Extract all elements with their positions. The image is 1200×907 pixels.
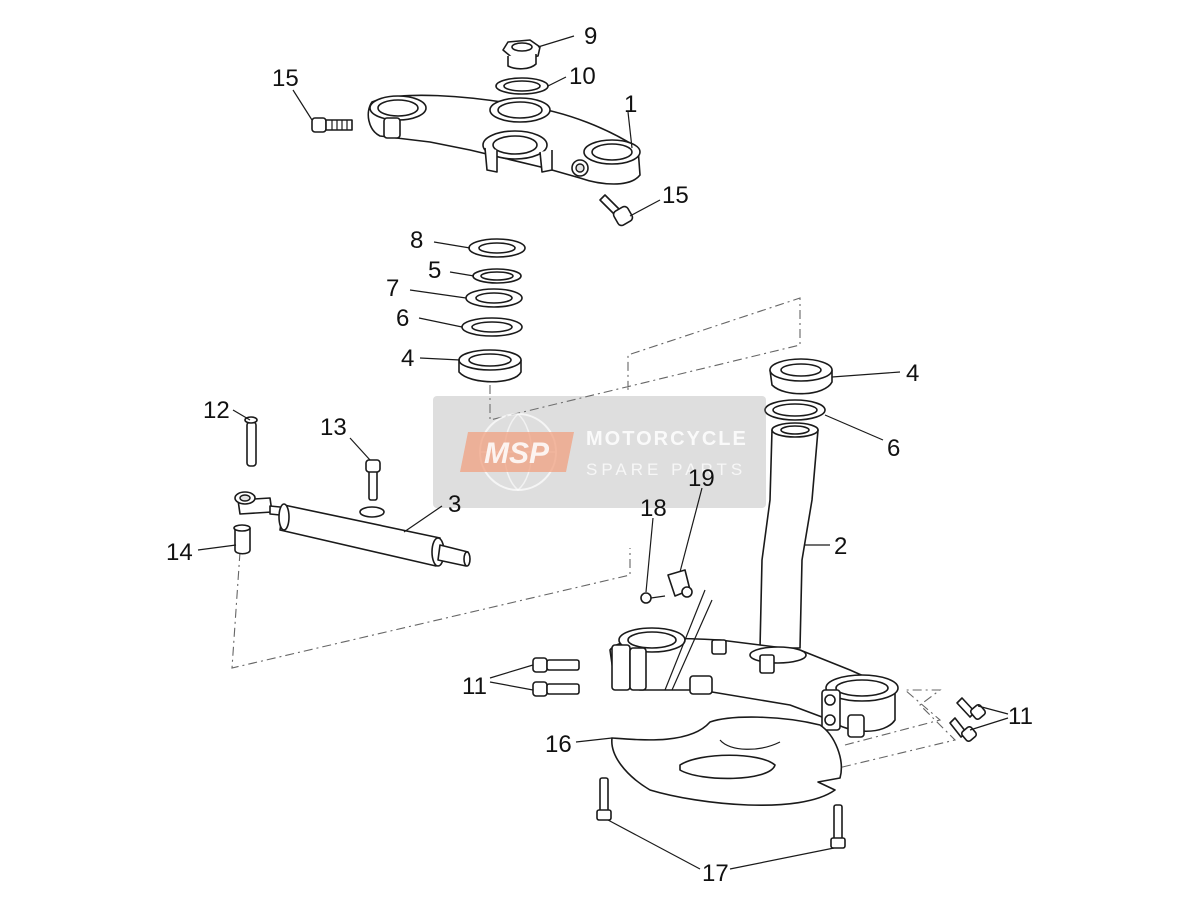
bolt-11-left-upper xyxy=(532,657,580,673)
bearing-stack xyxy=(458,238,526,383)
callout-11-left: 11 xyxy=(462,673,487,700)
bracket-19 xyxy=(667,569,693,598)
callout-15-top: 15 xyxy=(272,65,299,92)
bushing-14 xyxy=(233,524,251,555)
watermark-title: MOTORCYCLE xyxy=(586,428,748,450)
bottom-cover xyxy=(611,716,842,807)
bolt-11-left-lower xyxy=(532,681,580,697)
callout-16: 16 xyxy=(545,731,572,758)
callout-2: 2 xyxy=(834,533,847,560)
watermark-subtitle: SPARE PARTS xyxy=(586,460,746,479)
pin-12 xyxy=(244,416,258,467)
upper-triple-clamp xyxy=(367,94,641,185)
callout-3: 3 xyxy=(448,491,461,518)
bolt-17-left xyxy=(596,777,612,821)
washer-10 xyxy=(495,77,549,95)
callout-11-right: 11 xyxy=(1008,703,1033,730)
callout-4-right: 4 xyxy=(906,360,919,387)
callout-6-right: 6 xyxy=(887,435,900,462)
watermark-logo: MSP xyxy=(484,437,550,470)
callout-6-left: 6 xyxy=(396,305,409,332)
callout-labels: 1 2 3 4 4 5 6 6 7 8 9 10 11 11 12 13 14 … xyxy=(166,23,1033,887)
callout-19: 19 xyxy=(688,465,715,492)
callout-15-bottom: 15 xyxy=(662,182,689,209)
bearing-4-right xyxy=(769,358,833,395)
callout-7: 7 xyxy=(386,275,399,302)
callout-5: 5 xyxy=(428,257,441,284)
bolt-15-right xyxy=(599,194,634,227)
callout-1: 1 xyxy=(624,91,637,118)
watermark: MSP MOTORCYCLE SPARE PARTS xyxy=(433,396,766,508)
callout-8: 8 xyxy=(410,227,423,254)
bolt-15-left xyxy=(311,117,353,133)
callout-9: 9 xyxy=(584,23,597,50)
bolt-13 xyxy=(365,459,381,501)
callout-14: 14 xyxy=(166,539,193,566)
steering-nut xyxy=(502,39,541,70)
leader-lines xyxy=(197,35,1009,870)
steering-damper xyxy=(234,491,471,567)
callout-4-left: 4 xyxy=(401,345,414,372)
callout-18: 18 xyxy=(640,495,667,522)
screw-18 xyxy=(640,592,666,604)
lower-triple-clamp xyxy=(609,422,899,738)
callout-17: 17 xyxy=(702,860,729,887)
bolt-11-right-lower xyxy=(949,717,978,743)
bolt-11-right-upper xyxy=(956,697,987,721)
seal-6-right xyxy=(764,399,826,421)
callout-12: 12 xyxy=(203,397,230,424)
assembly-lines xyxy=(231,297,957,771)
callout-10: 10 xyxy=(569,63,596,90)
callout-13: 13 xyxy=(320,414,347,441)
bolt-17-right xyxy=(830,804,846,849)
